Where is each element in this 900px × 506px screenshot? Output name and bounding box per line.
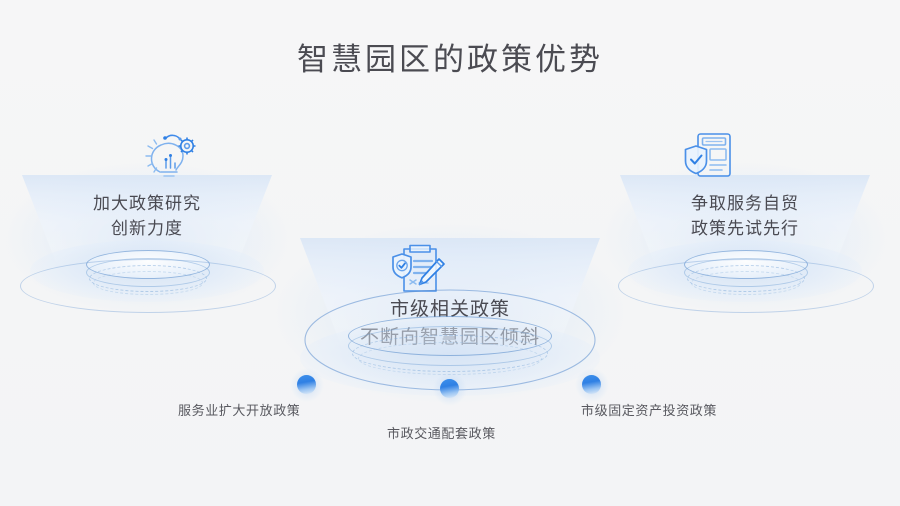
node-right[interactable] (582, 375, 601, 394)
page-title: 智慧园区的政策优势 (297, 42, 603, 78)
card-right-line2: 政策先试先行 (691, 219, 799, 239)
node-right-label: 市级固定资产投资政策 (581, 404, 718, 419)
card-left-line2: 创新力度 (111, 219, 183, 239)
card-right-ring-outer (618, 259, 874, 313)
card-left-line1: 加大政策研究 (93, 194, 201, 214)
document-shield-check-icon (680, 130, 742, 182)
node-left-label: 服务业扩大开放政策 (178, 404, 301, 419)
card-center-ring-4 (358, 342, 542, 375)
node-left[interactable] (297, 375, 316, 394)
card-left-text: 加大政策研究 创新力度 (22, 192, 272, 242)
lightbulb-gear-icon (138, 130, 206, 182)
card-right-text: 争取服务自贸 政策先试先行 (620, 192, 870, 242)
node-center-label: 市政交通配套政策 (387, 427, 496, 442)
clipboard-shield-pen-icon (384, 243, 450, 297)
card-left-ring-outer (20, 259, 276, 313)
node-center[interactable] (440, 379, 459, 398)
card-right-line1: 争取服务自贸 (691, 194, 799, 214)
